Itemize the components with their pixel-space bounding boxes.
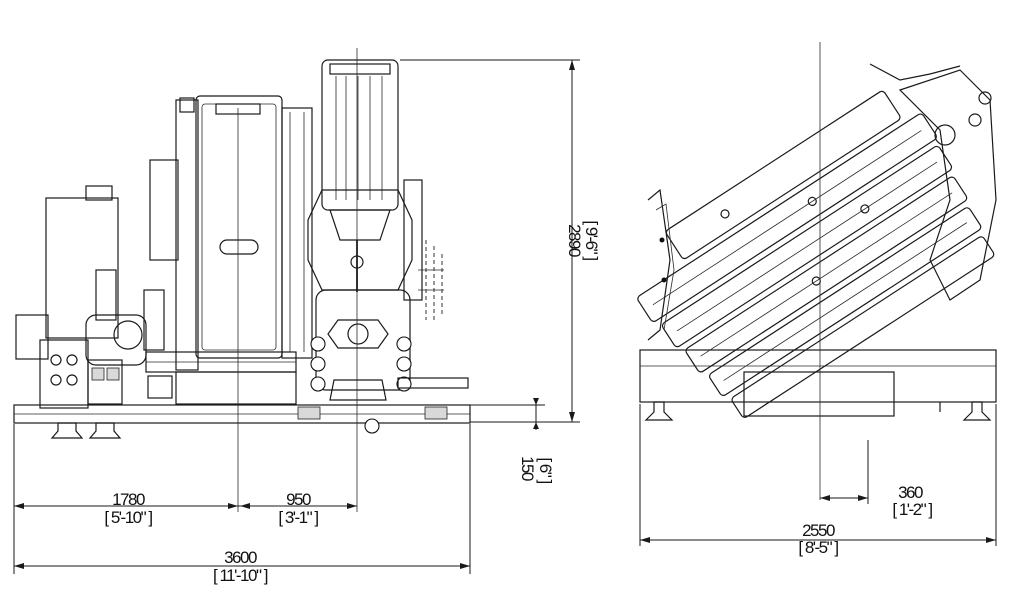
- dim-1780-metric: 1780: [112, 490, 145, 509]
- dim-3600-metric: 3600: [224, 548, 257, 567]
- dim-150-metric: 150: [518, 456, 537, 481]
- dim-950-imperial: [ 3'-1" ]: [278, 508, 318, 527]
- dim-2550-metric: 2550: [802, 521, 835, 540]
- dim-1780-imperial: [ 5'-10" ]: [104, 508, 152, 527]
- dim-360-imperial: [ 1'-2" ]: [892, 500, 932, 519]
- dimension-lines: [13, 59, 997, 574]
- dim-2890-metric: 2890: [565, 224, 584, 257]
- stabilizer-feet: [50, 422, 122, 439]
- side-view: [13, 59, 471, 439]
- dimension-labels: 1780 [ 5'-10" ] 950 [ 3'-1" ] 3600 [ 11'…: [104, 220, 933, 585]
- front-view: [637, 63, 997, 421]
- dim-2890-imperial: [ 9'-6" ]: [582, 220, 601, 260]
- dim-2550-imperial: [ 8'-5" ]: [798, 538, 838, 557]
- dim-360-metric: 360: [898, 483, 923, 502]
- dim-3600-imperial: [ 11'-10" ]: [213, 566, 268, 585]
- centerlines: [237, 42, 821, 512]
- dim-950-metric: 950: [286, 490, 311, 509]
- dim-150-imperial: [ 6" ]: [536, 457, 555, 483]
